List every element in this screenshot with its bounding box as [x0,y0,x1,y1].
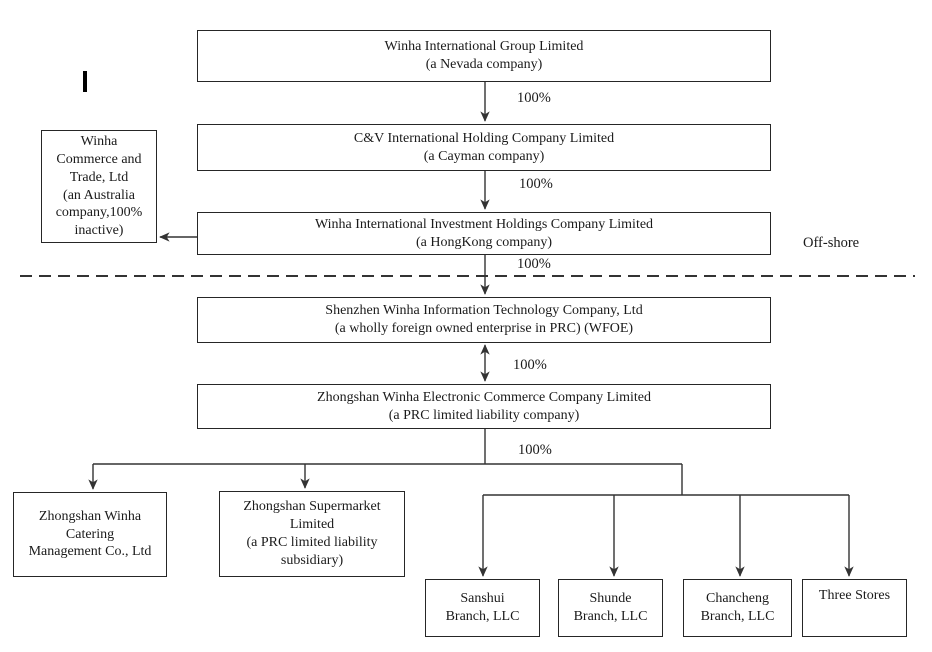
ownership-label-hongkong-wfoe: 100% [517,256,551,272]
node-catering-management: Zhongshan Winha Catering Management Co.,… [13,492,167,577]
offshore-region-label: Off-shore [803,235,860,251]
ownership-label-ecommerce-subsidiaries: 100% [518,442,552,458]
node-shenzhen-wfoe: Shenzhen Winha Information Technology Co… [197,297,771,343]
node-zhongshan-ecommerce: Zhongshan Winha Electronic Commerce Comp… [197,384,771,429]
ownership-label-group-cayman: 100% [517,90,551,106]
node-three-stores: Three Stores [802,579,907,637]
node-cv-cayman: C&V International Holding Company Limite… [197,124,771,171]
node-australia-commerce: Winha Commerce and Trade, Ltd (an Austra… [41,130,157,243]
node-sanshui-branch: Sanshui Branch, LLC [425,579,540,637]
node-chancheng-branch: Chancheng Branch, LLC [683,579,792,637]
ownership-label-cayman-hongkong: 100% [519,176,553,192]
node-supermarket: Zhongshan Supermarket Limited (a PRC lim… [219,491,405,577]
node-shunde-branch: Shunde Branch, LLC [558,579,663,637]
ownership-label-wfoe-ecommerce: 100% [513,357,547,373]
node-hongkong-holdings: Winha International Investment Holdings … [197,212,771,255]
node-winha-group: Winha International Group Limited (a Nev… [197,30,771,82]
stray-mark [83,71,87,92]
